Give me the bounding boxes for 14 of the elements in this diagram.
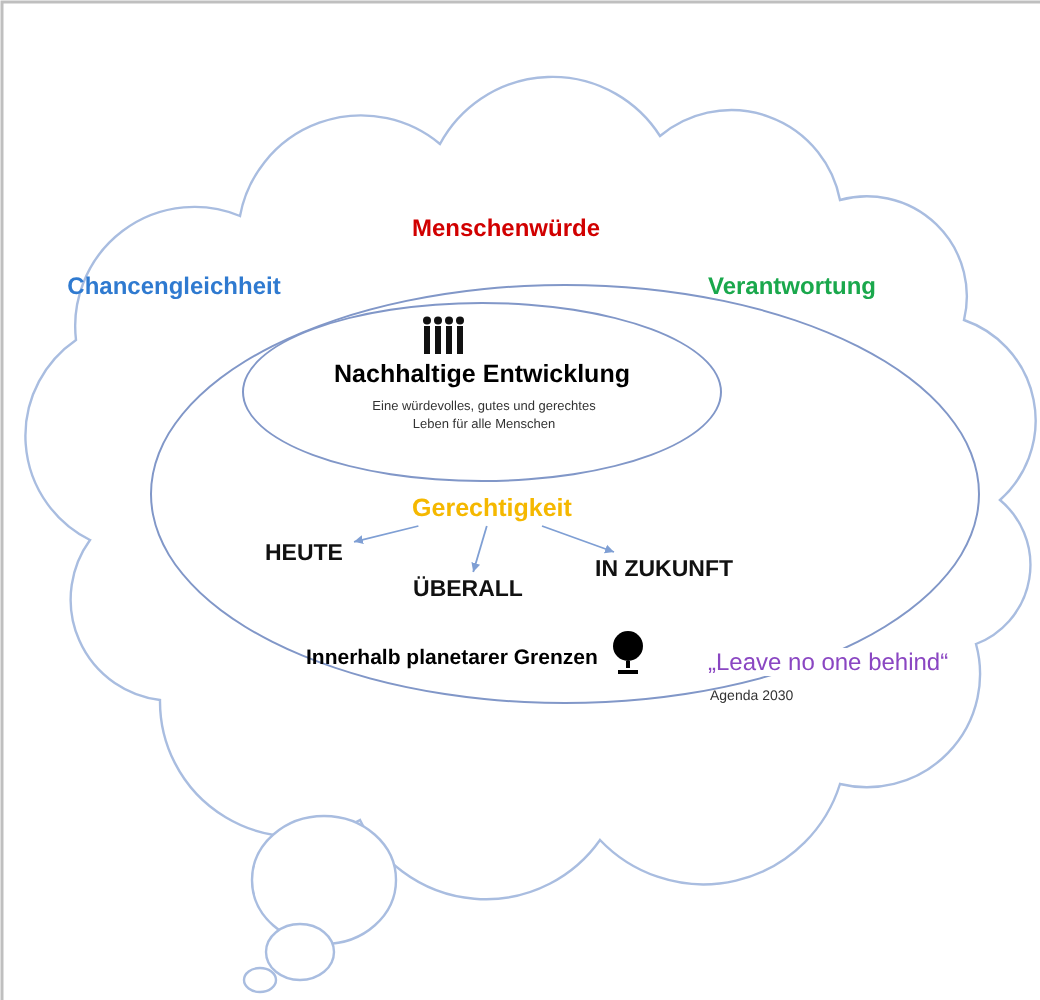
value-label: Menschenwürde [411,213,601,242]
arrow [353,525,420,545]
quote-text: „Leave no one behind“ [708,647,949,676]
arrow [541,525,615,554]
value-label: Chancengleichheit [67,271,281,300]
heading: Nachhaltige Entwicklung [332,360,632,388]
keyword-label: HEUTE [254,536,354,572]
arrow [471,525,488,573]
concept-label: Gerechtigkeit [402,490,582,526]
keyword-label: IN ZUKUNFT [582,552,746,588]
ellipse [242,302,722,482]
keyword-label: ÜBERALL [402,572,534,608]
caption-text: Innerhalb planetarer Grenzen [306,646,598,670]
value-label: Verantwortung [708,271,876,300]
